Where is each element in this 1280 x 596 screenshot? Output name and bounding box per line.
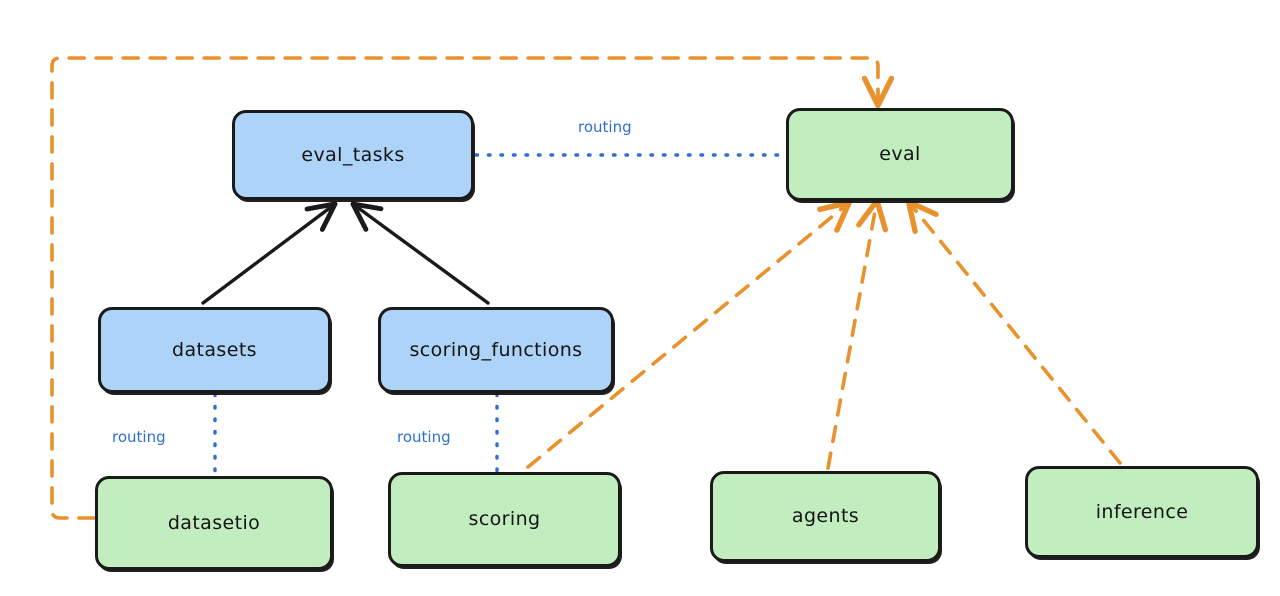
node-datasetio[interactable]: datasetio <box>95 476 333 570</box>
node-label: eval <box>879 143 921 166</box>
edge-label-routing-eval-tasks-eval: routing <box>578 118 632 136</box>
edge-agents-to-eval <box>826 197 889 470</box>
edge-label-routing-scoring-functions-scoring: routing <box>397 428 451 446</box>
node-datasets[interactable]: datasets <box>98 307 331 393</box>
node-eval-tasks[interactable]: eval_tasks <box>232 110 474 200</box>
edge-scoring-functions-to-eval-tasks <box>350 201 490 305</box>
edge-label-routing-datasets-datasetio: routing <box>112 428 166 446</box>
node-label: agents <box>791 505 860 528</box>
node-label: scoring_functions <box>409 338 583 361</box>
node-label: datasetio <box>167 511 261 534</box>
node-label: inference <box>1095 500 1189 523</box>
edge-inference-to-eval <box>905 199 1122 465</box>
node-label: scoring <box>468 508 541 531</box>
node-label: eval_tasks <box>301 143 405 166</box>
node-label: datasets <box>172 338 257 361</box>
edge-datasets-to-eval-tasks <box>201 201 338 305</box>
node-scoring[interactable]: scoring <box>388 472 621 567</box>
edge-scoring-to-eval <box>526 199 852 469</box>
node-agents[interactable]: agents <box>710 471 941 562</box>
node-eval[interactable]: eval <box>786 108 1014 201</box>
edge-datasetio-to-eval <box>50 56 895 520</box>
node-inference[interactable]: inference <box>1025 466 1259 558</box>
node-scoring-functions[interactable]: scoring_functions <box>378 307 614 393</box>
